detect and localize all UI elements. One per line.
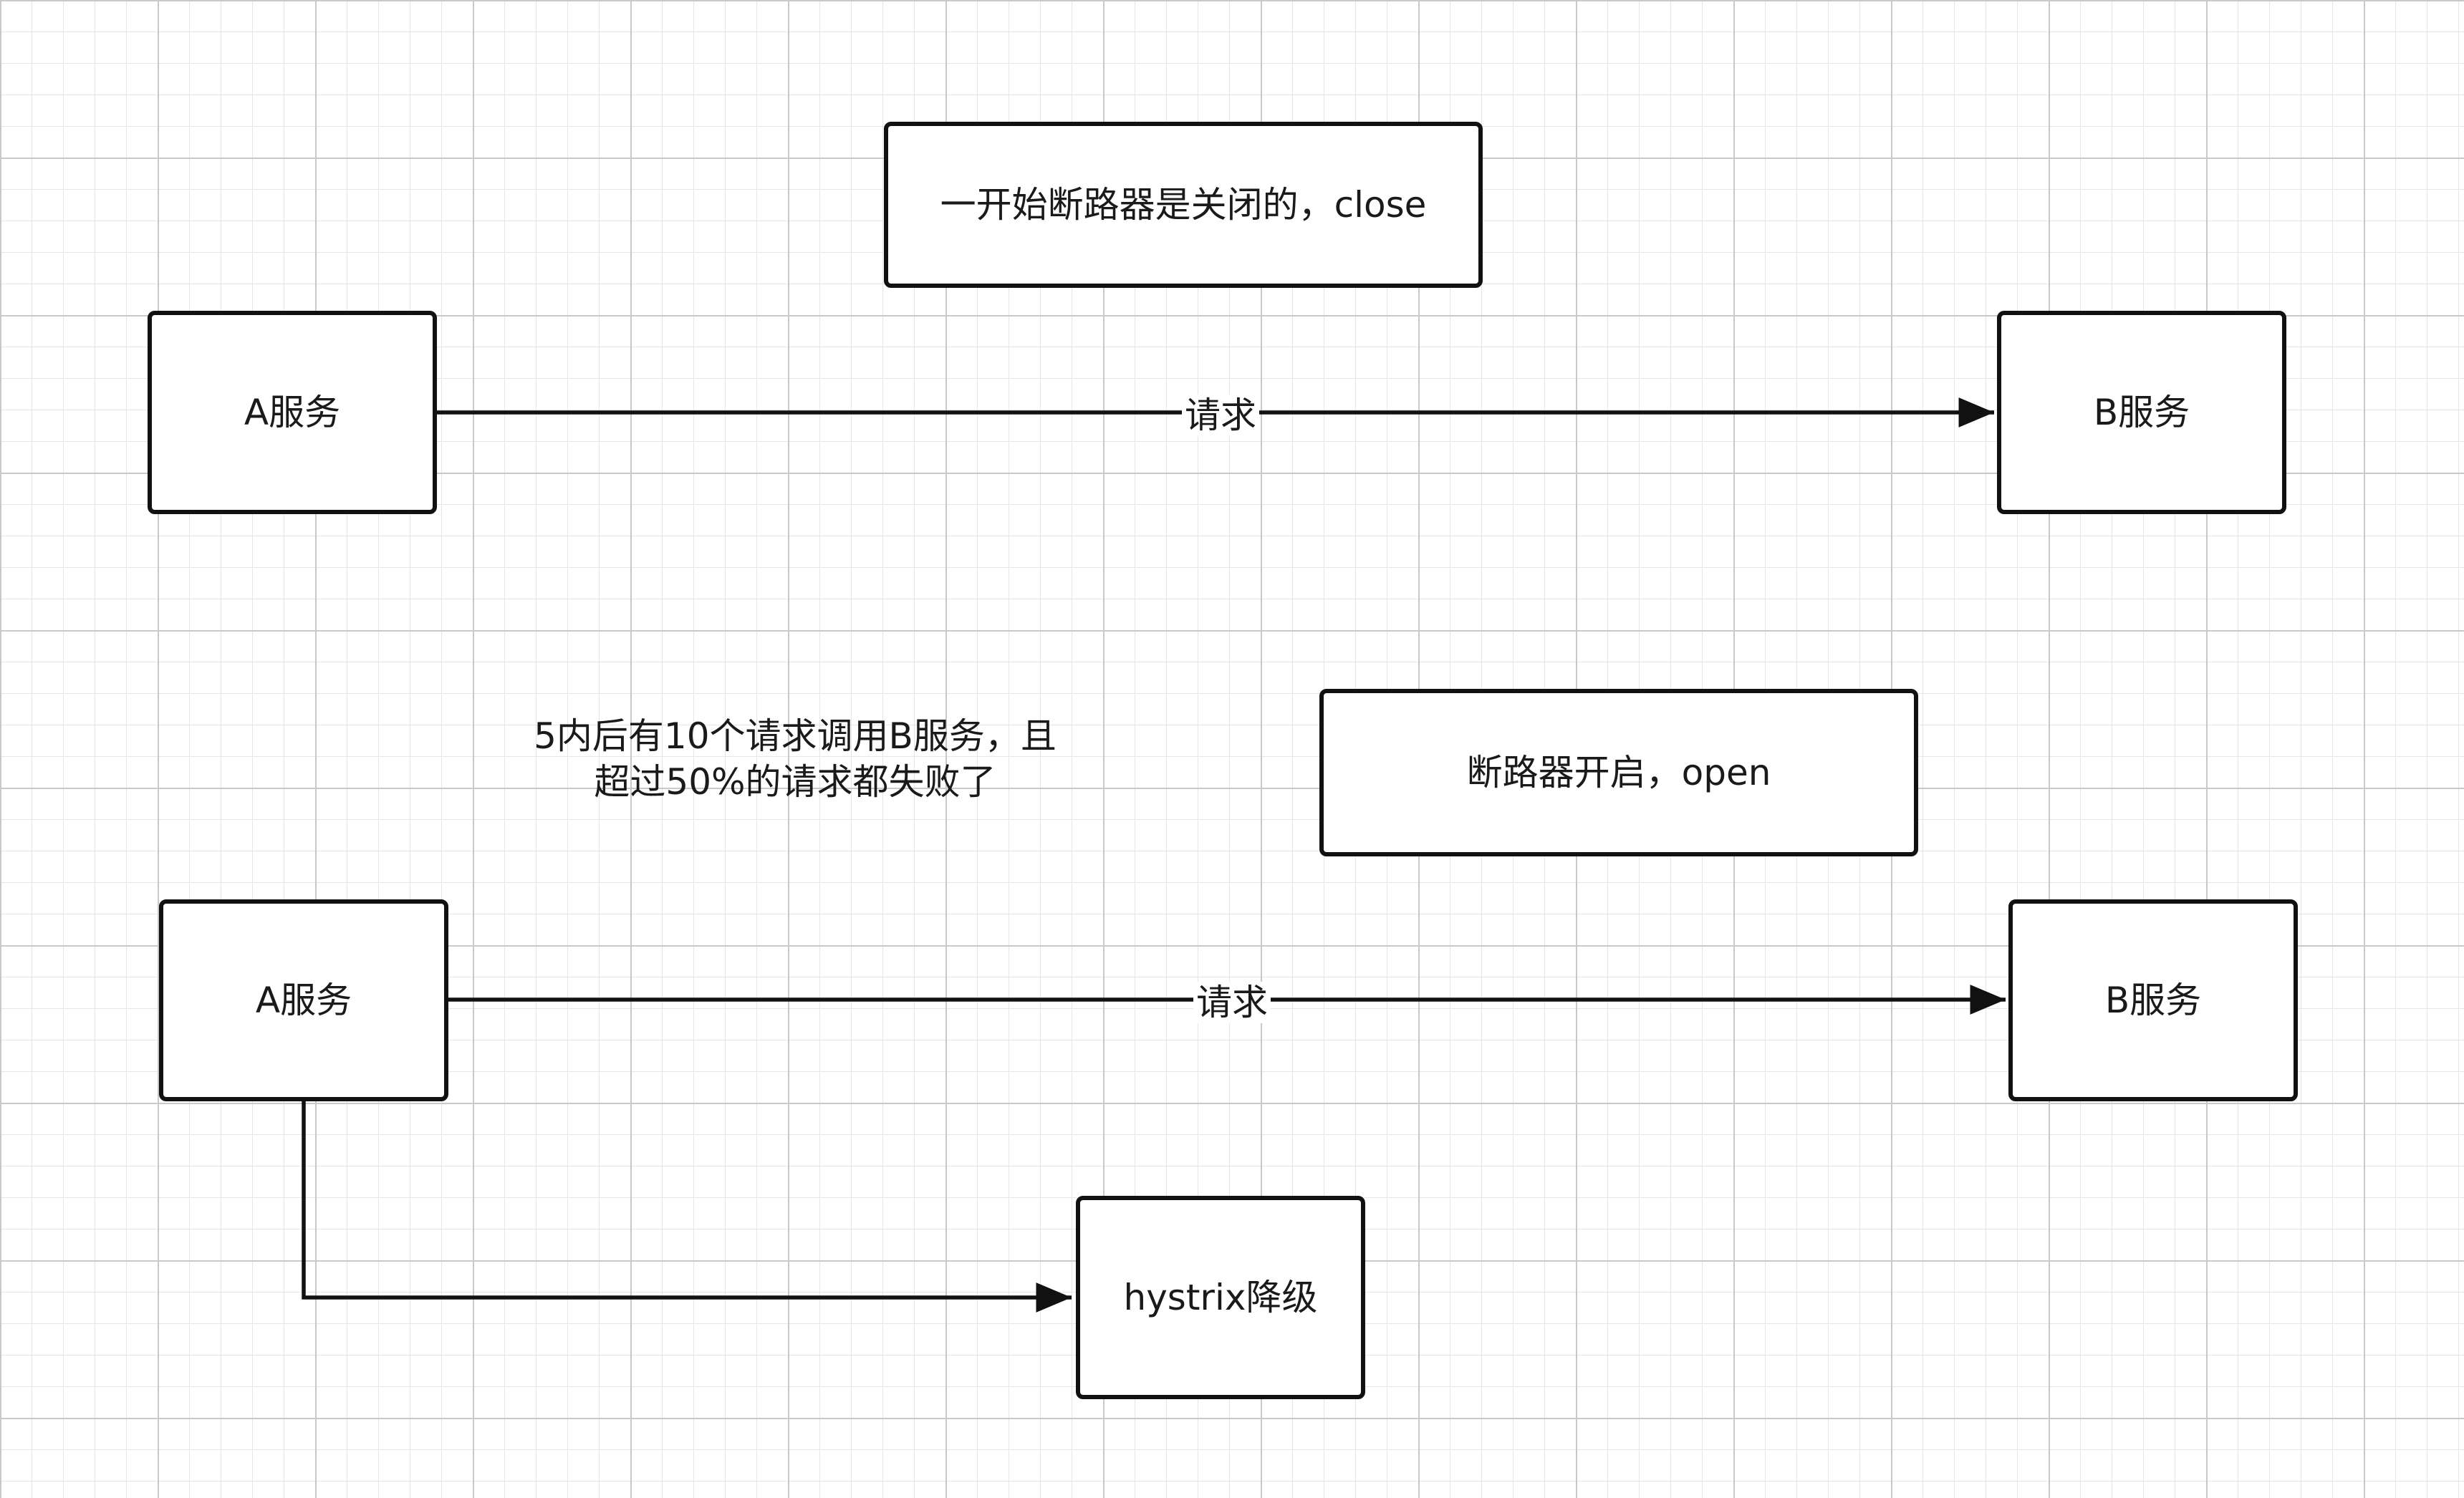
service-b-node-open: B服务 (2008, 899, 2298, 1101)
service-a-node-close: A服务 (148, 311, 437, 514)
service-a-label: A服务 (255, 980, 352, 1021)
note-breaker-closed-text: 一开始断路器是关闭的，close (940, 184, 1427, 226)
service-b-label: B服务 (2093, 392, 2190, 433)
service-b-node-close: B服务 (1997, 311, 2286, 514)
edge-label-request-open: 请求 (1193, 982, 1271, 1023)
note-breaker-open: 断路器开启，open (1319, 689, 1918, 856)
failure-condition-line1: 5内后有10个请求调用B服务，且 (534, 715, 1057, 757)
service-b-label: B服务 (2104, 980, 2202, 1021)
service-a-label: A服务 (244, 392, 341, 433)
edge-label-request-close: 请求 (1182, 395, 1259, 436)
failure-condition-line2: 超过50%的请求都失败了 (594, 761, 996, 803)
failure-condition-text: 5内后有10个请求调用B服务，且 超过50%的请求都失败了 (523, 713, 1067, 805)
hystrix-fallback-label: hystrix降级 (1123, 1277, 1318, 1318)
note-breaker-open-text: 断路器开启，open (1466, 752, 1771, 793)
service-a-node-open: A服务 (159, 899, 448, 1101)
edge-fallback (302, 1100, 1072, 1313)
hystrix-fallback-node: hystrix降级 (1076, 1196, 1365, 1399)
note-breaker-closed: 一开始断路器是关闭的，close (884, 122, 1483, 288)
